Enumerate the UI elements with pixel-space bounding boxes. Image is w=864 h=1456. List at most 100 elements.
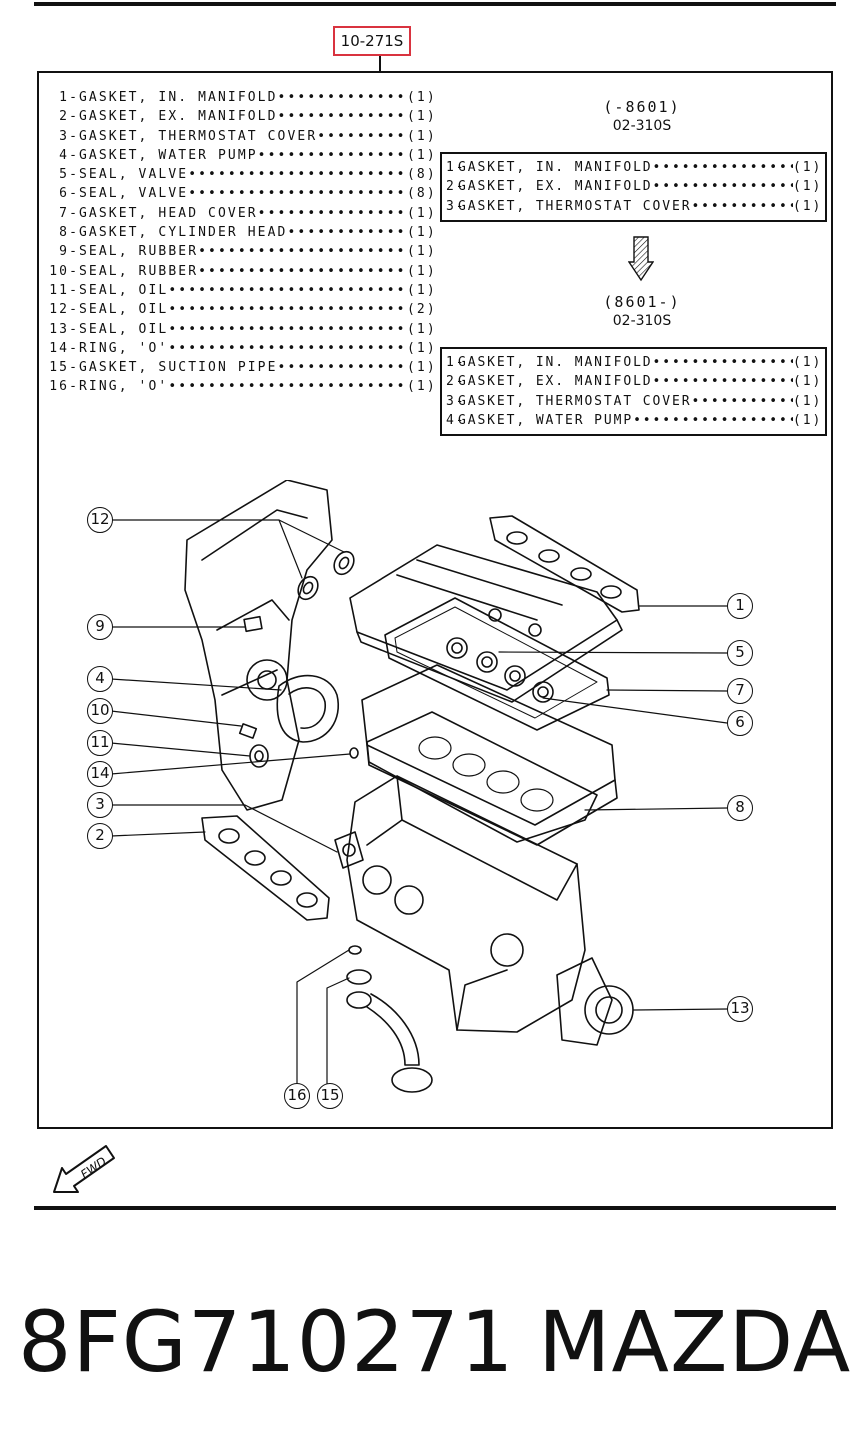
part-number: 1- bbox=[446, 355, 466, 370]
part-row: 13-SEAL, OIL••••••••••••••••••••••••••••… bbox=[41, 320, 435, 339]
part-number: 7- bbox=[59, 205, 79, 221]
part-row: 8-GASKET, CYLINDER HEAD•••••••••••••••••… bbox=[41, 223, 435, 242]
oil-seal-12b bbox=[297, 575, 319, 601]
part-name: GASKET, EX. MANIFOLD••••••••••••••••••••… bbox=[79, 109, 407, 125]
callout-2[interactable]: 2 bbox=[87, 823, 113, 849]
part-number: 2- bbox=[59, 109, 79, 125]
part-row: 2-GASKET, EX. MANIFOLD••••••••••••••••••… bbox=[446, 177, 821, 196]
part-name: GASKET, IN. MANIFOLD••••••••••••••••••••… bbox=[458, 355, 793, 370]
forward-indicator: FWD bbox=[52, 1140, 122, 1204]
part-number: 3- bbox=[59, 128, 79, 144]
part-quantity: (1) bbox=[407, 263, 437, 279]
part-row: 5-SEAL, VALVE•••••••••••••••••••••••••••… bbox=[41, 165, 435, 184]
cylinder-head-gasket-8 bbox=[366, 711, 598, 843]
top-rule bbox=[34, 2, 836, 6]
part-row: 12-SEAL, OIL••••••••••••••••••••••••••••… bbox=[41, 300, 435, 319]
part-number-caption: 8FG710271 bbox=[18, 1293, 515, 1391]
part-name: GASKET, WATER PUMP••••••••••••••••••••••… bbox=[79, 147, 407, 163]
part-quantity: (1) bbox=[793, 412, 823, 428]
part-number: 16- bbox=[49, 379, 79, 395]
part-row: 15-GASKET, SUCTION PIPE•••••••••••••••••… bbox=[41, 358, 435, 377]
water-pump-gasket-4 bbox=[276, 674, 340, 743]
part-quantity: (2) bbox=[407, 302, 437, 318]
part-name: SEAL, OIL•••••••••••••••••••••••••••••••… bbox=[79, 302, 407, 318]
part-row: 4-GASKET, WATER PUMP••••••••••••••••••••… bbox=[41, 146, 435, 165]
part-quantity: (8) bbox=[407, 186, 437, 202]
brand-caption: MAZDA bbox=[538, 1293, 852, 1391]
callout-6[interactable]: 6 bbox=[727, 710, 753, 736]
callout-5[interactable]: 5 bbox=[727, 640, 753, 666]
callout-15[interactable]: 15 bbox=[317, 1083, 343, 1109]
part-quantity: (1) bbox=[793, 355, 823, 370]
part-number: 8- bbox=[59, 225, 79, 241]
callout-3[interactable]: 3 bbox=[87, 792, 113, 818]
group-1-heading: (-8601) bbox=[603, 98, 681, 116]
part-quantity: (1) bbox=[407, 225, 437, 241]
part-row: 4-GASKET, WATER PUMP••••••••••••••••••••… bbox=[446, 411, 821, 430]
part-quantity: (1) bbox=[407, 147, 437, 163]
reference-code-box[interactable]: 10-271S bbox=[333, 26, 411, 56]
part-number: 2- bbox=[446, 179, 466, 195]
part-number: 1- bbox=[446, 160, 466, 175]
part-number: 4- bbox=[59, 147, 79, 163]
part-number: 9- bbox=[59, 244, 79, 260]
callout-1[interactable]: 1 bbox=[727, 593, 753, 619]
part-row: 1-GASKET, IN. MANIFOLD••••••••••••••••••… bbox=[41, 88, 435, 107]
part-name: GASKET, THERMOSTAT COVER••••••••••••••••… bbox=[79, 128, 407, 144]
part-number: 14- bbox=[49, 340, 79, 356]
part-row: 2-GASKET, EX. MANIFOLD••••••••••••••••••… bbox=[41, 107, 435, 126]
oil-seal-11 bbox=[249, 744, 269, 768]
group-2-parts-box: 1-GASKET, IN. MANIFOLD••••••••••••••••••… bbox=[440, 347, 827, 437]
callout-11[interactable]: 11 bbox=[87, 730, 113, 756]
part-row: 2-GASKET, EX. MANIFOLD••••••••••••••••••… bbox=[446, 372, 821, 391]
part-row: 7-GASKET, HEAD COVER••••••••••••••••••••… bbox=[41, 204, 435, 223]
head-cover bbox=[349, 544, 623, 703]
part-quantity: (1) bbox=[407, 90, 437, 105]
part-name: GASKET, THERMOSTAT COVER••••••••••••••••… bbox=[458, 198, 793, 214]
arrow-down-icon bbox=[628, 236, 654, 282]
part-number: 3- bbox=[446, 198, 466, 214]
part-number: 1- bbox=[59, 90, 79, 105]
callout-12[interactable]: 12 bbox=[87, 507, 113, 533]
group-1-parts-box: 1-GASKET, IN. MANIFOLD••••••••••••••••••… bbox=[440, 152, 827, 222]
leader-lines bbox=[110, 519, 728, 1086]
head-cover-gasket-7 bbox=[384, 597, 610, 731]
part-name: GASKET, CYLINDER HEAD•••••••••••••••••••… bbox=[79, 225, 407, 241]
callout-16[interactable]: 16 bbox=[284, 1083, 310, 1109]
part-name: GASKET, IN. MANIFOLD••••••••••••••••••••… bbox=[458, 160, 793, 175]
part-number: 5- bbox=[59, 167, 79, 183]
reference-code-leader bbox=[379, 56, 381, 72]
part-row: 11-SEAL, OIL••••••••••••••••••••••••••••… bbox=[41, 281, 435, 300]
forward-arrow-icon: FWD bbox=[53, 1145, 115, 1193]
callout-4[interactable]: 4 bbox=[87, 666, 113, 692]
oil-seal-12a bbox=[333, 550, 355, 576]
oil-seal-12b-inner bbox=[302, 581, 314, 595]
group-2-subheading: 02-310S bbox=[612, 313, 672, 329]
callout-13[interactable]: 13 bbox=[727, 996, 753, 1022]
part-name: GASKET, HEAD COVER••••••••••••••••••••••… bbox=[79, 205, 407, 221]
cylinder-head bbox=[361, 664, 618, 846]
part-number: 4- bbox=[446, 412, 466, 428]
callout-7[interactable]: 7 bbox=[727, 678, 753, 704]
callout-8[interactable]: 8 bbox=[727, 795, 753, 821]
bottom-rule bbox=[34, 1206, 836, 1210]
part-name: SEAL, OIL•••••••••••••••••••••••••••••••… bbox=[79, 321, 407, 337]
rubber-seal-10 bbox=[238, 723, 258, 739]
in-manifold-gasket-1 bbox=[489, 515, 640, 613]
callout-9[interactable]: 9 bbox=[87, 614, 113, 640]
callout-10[interactable]: 10 bbox=[87, 698, 113, 724]
part-quantity: (1) bbox=[793, 160, 823, 175]
part-name: SEAL, VALVE•••••••••••••••••••••••••••••… bbox=[79, 186, 407, 202]
part-quantity: (1) bbox=[407, 244, 437, 260]
part-name: SEAL, OIL•••••••••••••••••••••••••••••••… bbox=[79, 282, 407, 298]
part-quantity: (1) bbox=[793, 393, 823, 409]
part-quantity: (1) bbox=[407, 379, 437, 395]
part-name: GASKET, SUCTION PIPE••••••••••••••••••••… bbox=[79, 360, 407, 376]
part-number: 6- bbox=[59, 186, 79, 202]
part-number: 3- bbox=[446, 393, 466, 409]
part-row: 3-GASKET, THERMOSTAT COVER••••••••••••••… bbox=[446, 197, 821, 216]
callout-14[interactable]: 14 bbox=[87, 761, 113, 787]
part-quantity: (1) bbox=[407, 321, 437, 337]
part-row: 3-GASKET, THERMOSTAT COVER••••••••••••••… bbox=[41, 127, 435, 146]
valve-seals bbox=[446, 637, 554, 703]
